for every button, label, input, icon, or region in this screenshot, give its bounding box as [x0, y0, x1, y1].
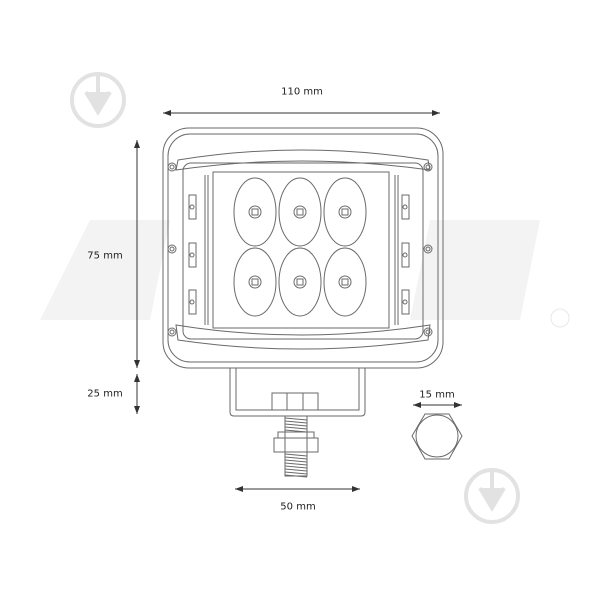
led-lens [323, 247, 367, 317]
height-label: 75 mm [87, 250, 123, 262]
screw [167, 162, 177, 172]
screws [167, 162, 433, 337]
led-array [233, 177, 367, 317]
width-label: 110 mm [281, 86, 323, 98]
side-light [401, 242, 410, 268]
led-lens [278, 177, 322, 247]
side-light [401, 194, 410, 220]
bracket-width-label: 50 mm [280, 501, 316, 513]
screw [423, 327, 433, 337]
screw [167, 244, 177, 254]
watermark-logo [40, 220, 570, 328]
led-lens [233, 177, 277, 247]
led-lens [233, 247, 277, 317]
screw [167, 327, 177, 337]
bracket-height-label: 25 mm [87, 388, 123, 400]
side-lights [188, 194, 410, 315]
nut-size-label: 15 mm [419, 389, 455, 401]
side-light [188, 194, 197, 220]
download-arrow-icon [464, 468, 520, 524]
side-light [401, 289, 410, 315]
download-arrow-icon [70, 72, 126, 128]
led-lens [278, 247, 322, 317]
screw [423, 244, 433, 254]
mounting-bracket [229, 368, 366, 478]
lamp-housing [162, 127, 444, 369]
hex-nut [411, 413, 463, 460]
side-light [188, 289, 197, 315]
led-lens [323, 177, 367, 247]
screw [423, 162, 433, 172]
side-light [188, 242, 197, 268]
